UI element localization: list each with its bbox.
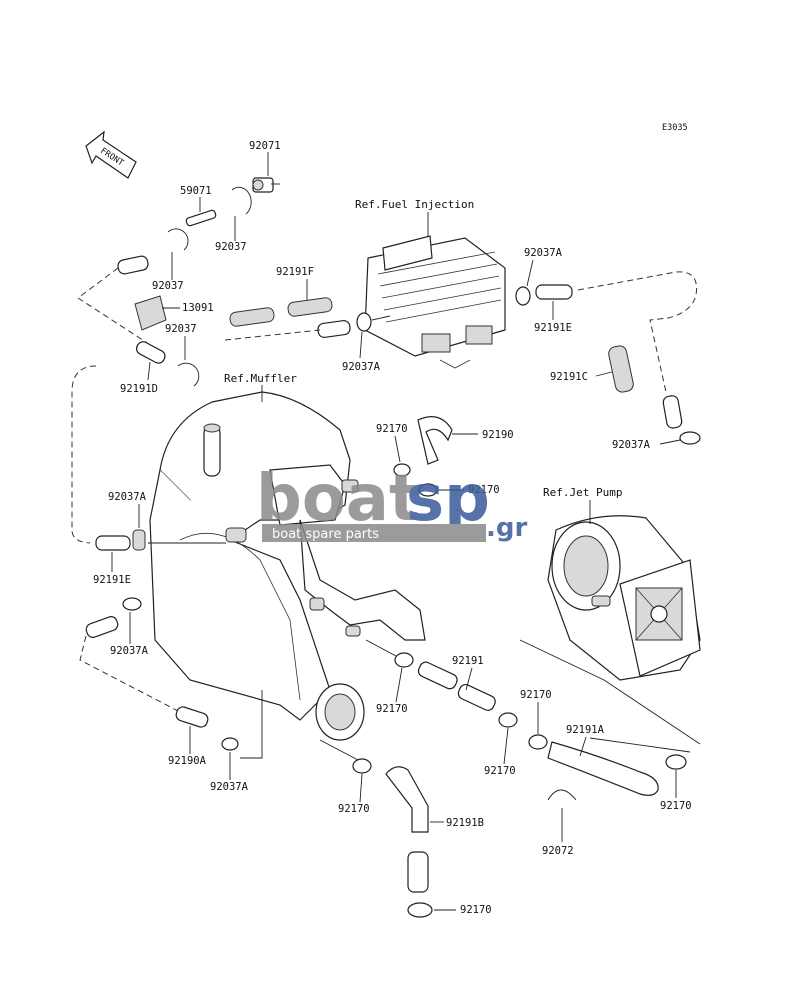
label-92071: 92071	[249, 140, 281, 152]
clip-92037-mid	[177, 362, 200, 387]
clamp-92170-a	[393, 463, 411, 477]
label-92170-b: 92170	[468, 484, 500, 496]
hose-lower-left	[85, 616, 119, 638]
clamp-92170-g	[352, 758, 372, 774]
hose-ecu-left	[317, 320, 351, 338]
hose-92190A	[175, 706, 209, 728]
dash-route-ecu-left	[224, 329, 321, 341]
label-92037A-left: 92037A	[108, 491, 147, 503]
label-92191F: 92191F	[276, 266, 314, 278]
label-92191C: 92191C	[550, 371, 588, 383]
clamp-92170-f	[665, 754, 687, 770]
muffler-assembly	[149, 391, 426, 741]
watermark-brand-left: boat	[256, 462, 420, 536]
hose-92191-b	[457, 683, 496, 711]
hose-92191D	[135, 341, 166, 364]
label-13091: 13091	[182, 302, 214, 314]
label-92037-top: 92037	[215, 241, 247, 253]
label-92170-e: 92170	[520, 689, 552, 701]
block-13091	[134, 295, 167, 331]
clamp-92170-h	[407, 902, 433, 918]
hose-92191A	[547, 741, 659, 796]
clamp-92170-c	[394, 652, 414, 668]
pin-59071	[185, 209, 217, 227]
watermark-brand-right: sp	[406, 462, 490, 536]
clamp-92037A-bottom	[221, 737, 239, 751]
jet-pump	[547, 515, 701, 681]
clip-92037-top	[231, 186, 252, 215]
hose-92191E-left	[95, 535, 131, 551]
clamp-92170-b	[418, 483, 438, 497]
label-92170-c: 92170	[376, 703, 408, 715]
watermark-tagline: boat spare parts	[272, 527, 379, 542]
ref-jet-pump: Ref.Jet Pump	[543, 486, 622, 499]
label-92190A: 92190A	[168, 755, 207, 767]
clamp-92037A-lower	[122, 597, 142, 611]
dash-route-upper-left	[77, 267, 153, 347]
clamp-92037A-right	[679, 431, 701, 445]
hose-92191-a	[417, 661, 458, 690]
label-92191D: 92191D	[120, 383, 158, 395]
label-92037A-bottom: 92037A	[210, 781, 249, 793]
clamp-92037A-ecu	[515, 286, 531, 306]
diagram-code: E3035	[662, 123, 688, 133]
front-arrow-icon: FRONT	[85, 130, 137, 179]
watermark-logo: boat sp .gr boat spare parts	[256, 462, 527, 543]
label-92191E-left: 92191E	[93, 574, 131, 586]
label-92191: 92191	[452, 655, 484, 667]
label-92170-g: 92170	[338, 803, 370, 815]
label-92170-d: 92170	[484, 765, 516, 777]
label-92191E-right: 92191E	[534, 322, 572, 334]
clamp-92037A-left	[132, 529, 146, 551]
label-92170-h: 92170	[460, 904, 492, 916]
hose-92191B-lower	[407, 851, 429, 893]
label-92072: 92072	[542, 845, 574, 857]
clamp-92170-d	[498, 712, 518, 728]
hose-right-vertical	[662, 395, 683, 429]
label-92170-a: 92170	[376, 423, 408, 435]
watermark-suffix: .gr	[486, 513, 527, 543]
label-59071: 59071	[180, 185, 212, 197]
label-92037A-lower: 92037A	[110, 645, 149, 657]
label-92170-f: 92170	[660, 800, 692, 812]
dash-route-right	[577, 271, 698, 393]
clamp-92170-e	[528, 734, 548, 750]
clamp-92037A-ecu-left	[356, 312, 372, 332]
hose-92191E-right	[535, 284, 573, 300]
label-92037-mid: 92037	[165, 323, 197, 335]
ref-muffler: Ref.Muffler	[224, 372, 297, 385]
dash-route-lower-left	[79, 635, 181, 713]
dash-route-left	[71, 365, 97, 544]
coil-hose-92191F	[229, 297, 333, 327]
label-92191B: 92191B	[446, 817, 484, 829]
label-92037A-ecu: 92037A	[524, 247, 563, 259]
ecu-unit	[364, 235, 506, 369]
coil-hose-92191C	[608, 345, 634, 393]
fitting-92071	[252, 177, 280, 193]
label-92037-left: 92037	[152, 280, 184, 292]
label-92191A: 92191A	[566, 724, 605, 736]
label-92037A-right: 92037A	[612, 439, 651, 451]
clip-92037-left	[167, 228, 189, 251]
hose-top-left	[117, 255, 149, 275]
label-92037A-ecu-low: 92037A	[342, 361, 381, 373]
label-92190: 92190	[482, 429, 514, 441]
ref-fuel-injection: Ref.Fuel Injection	[355, 198, 474, 211]
hose-92190	[417, 416, 453, 465]
hose-92191B-upper	[385, 766, 429, 833]
clip-92072	[547, 789, 577, 801]
